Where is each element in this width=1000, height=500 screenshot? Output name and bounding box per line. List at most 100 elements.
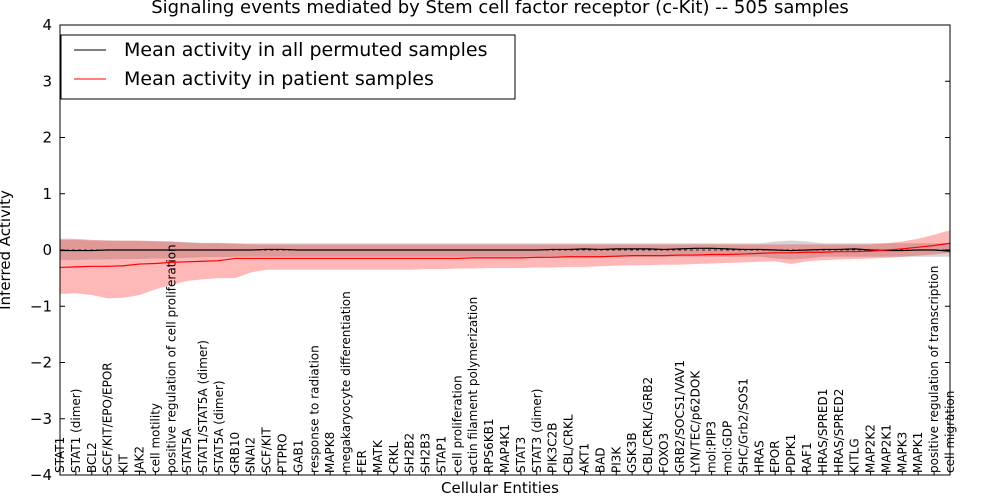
data-point xyxy=(599,256,601,258)
data-point xyxy=(281,257,284,260)
data-point xyxy=(297,257,299,260)
x-tick-label: GRB2/SOCS1/VAV1 xyxy=(673,360,687,473)
x-tick-label: SNAI2 xyxy=(244,437,258,473)
data-point xyxy=(107,265,109,267)
data-point xyxy=(520,249,522,251)
data-point xyxy=(901,249,903,252)
data-point xyxy=(313,257,315,260)
data-point xyxy=(345,249,347,251)
x-tick-label: positive regulation of transcription xyxy=(927,266,941,473)
data-point xyxy=(409,249,411,251)
data-point xyxy=(472,257,474,259)
data-point xyxy=(695,247,697,249)
legend-label-patient: Mean activity in patient samples xyxy=(124,68,434,90)
y-tick-label: 1 xyxy=(42,185,52,203)
x-tick-label: GAB1 xyxy=(291,440,305,473)
data-point xyxy=(567,256,570,258)
data-point xyxy=(599,248,601,251)
data-point xyxy=(504,257,506,259)
data-point xyxy=(822,251,824,253)
x-tick-label: AKT1 xyxy=(577,443,591,473)
x-tick-label: HRAS/SPRED1 xyxy=(816,389,830,473)
data-point xyxy=(345,257,347,260)
data-point xyxy=(393,249,395,251)
x-tick-label: mol:GDP xyxy=(721,421,735,473)
x-tick-label: megakaryocyte differentiation xyxy=(339,291,353,473)
x-tick-label: MAP2K2 xyxy=(864,424,878,473)
data-point xyxy=(679,248,681,250)
x-tick-label: STAT3 xyxy=(514,437,528,473)
data-point xyxy=(838,248,840,251)
data-point xyxy=(695,254,697,256)
data-point xyxy=(202,260,204,262)
chart-title: Signaling events mediated by Stem cell f… xyxy=(151,0,849,18)
data-point xyxy=(552,248,554,251)
data-point xyxy=(266,257,268,260)
data-point xyxy=(218,249,220,251)
plot-area xyxy=(59,230,951,299)
data-point xyxy=(440,249,443,251)
data-point xyxy=(711,253,713,256)
data-point xyxy=(933,249,935,251)
data-point xyxy=(726,253,729,256)
x-tick-label: HRAS xyxy=(752,440,766,473)
data-point xyxy=(583,256,586,258)
legend-box xyxy=(60,34,516,100)
x-tick-label: SCF/KIT/EPO/EPOR xyxy=(101,362,115,473)
data-point xyxy=(869,250,872,252)
x-tick-label: STAT5A xyxy=(180,428,194,473)
data-point xyxy=(854,248,856,250)
data-point xyxy=(154,262,156,265)
x-tick-label: mol:PIP3 xyxy=(705,421,719,473)
x-tick-label: STAT3 (dimer) xyxy=(530,389,544,473)
data-point xyxy=(377,257,379,260)
data-point xyxy=(170,249,172,251)
data-point xyxy=(742,253,744,255)
data-point xyxy=(822,248,824,251)
data-point xyxy=(504,249,506,251)
x-tick-label: MAPK3 xyxy=(895,432,909,473)
x-axis-label: Cellular Entities xyxy=(441,479,559,497)
x-tick-label: STAT5A (dimer) xyxy=(212,380,226,473)
data-point xyxy=(297,249,299,251)
x-tick-label: STAT1 xyxy=(53,437,67,473)
data-point xyxy=(393,257,395,260)
data-point xyxy=(329,257,331,260)
x-tick-label: RAF1 xyxy=(800,442,814,473)
data-point xyxy=(647,255,649,257)
x-tick-label: LYN/TEC/p62DOK xyxy=(689,370,703,473)
data-point xyxy=(536,256,538,258)
data-point xyxy=(711,247,713,249)
data-point xyxy=(726,248,729,250)
data-point xyxy=(663,248,665,251)
x-tick-label: MAP2K1 xyxy=(879,424,893,473)
x-tick-label: RPS6KB1 xyxy=(482,418,496,473)
data-point xyxy=(456,249,458,251)
x-tick-label: CBL/CRKL/GRB2 xyxy=(641,377,655,473)
x-tick-label: FOXO3 xyxy=(657,433,671,473)
data-point xyxy=(567,248,570,251)
x-tick-label: cell motility xyxy=(148,403,162,473)
data-point xyxy=(631,255,633,257)
x-tick-label: STAT1/STAT5A (dimer) xyxy=(196,340,210,473)
x-tick-label: PTPRO xyxy=(276,433,290,473)
x-tick-label: STAP1 xyxy=(434,436,448,473)
data-point xyxy=(202,249,204,251)
data-point xyxy=(154,249,156,251)
data-point xyxy=(488,257,490,259)
y-tick-label: −1 xyxy=(30,297,52,315)
x-tick-label: MAP4K1 xyxy=(498,424,512,473)
x-tick-label: GRB10 xyxy=(228,432,242,473)
data-point xyxy=(281,248,284,251)
confidence-band-1 xyxy=(60,230,950,299)
x-tick-label: cell migration xyxy=(943,391,957,473)
data-point xyxy=(917,246,919,248)
x-tick-label: EPOR xyxy=(768,440,782,473)
x-tick-label: SH2B3 xyxy=(419,433,433,473)
data-point xyxy=(806,249,808,251)
data-point xyxy=(91,265,93,267)
data-point xyxy=(409,257,411,260)
data-point xyxy=(631,248,633,250)
